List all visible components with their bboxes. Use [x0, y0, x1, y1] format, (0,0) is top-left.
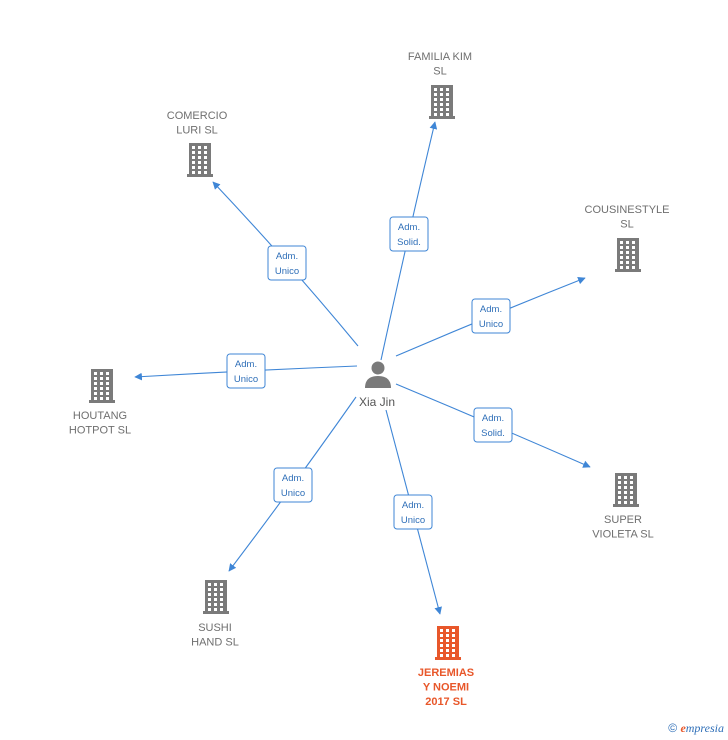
building-icon[interactable]	[203, 580, 229, 614]
relation-box	[473, 407, 513, 443]
relation-text: Adm.	[282, 473, 304, 484]
relation-text: Adm.	[235, 359, 257, 370]
company-name-line: SUSHI	[198, 622, 232, 634]
building-icon[interactable]	[187, 143, 213, 177]
relation-label-cousinestyle[interactable]: Adm. Unico	[471, 298, 511, 334]
empresia-logo[interactable]: empresia	[680, 721, 724, 735]
building-icon[interactable]	[615, 238, 641, 272]
copyright-symbol: ©	[668, 721, 678, 735]
building-icon[interactable]	[435, 626, 461, 660]
relation-text: Solid.	[481, 428, 505, 439]
relation-label-super-violeta[interactable]: Adm. Solid.	[473, 407, 513, 443]
relation-text: Unico	[281, 488, 305, 499]
relation-label-houtang-hotpot[interactable]: Adm. Unico	[226, 353, 266, 389]
company-node-houtang-hotpot[interactable]: HOUTANG HOTPOT SL	[69, 369, 131, 437]
person-name: Xia Jin	[359, 395, 395, 409]
relation-text: Adm.	[276, 251, 298, 262]
copyright-notice: © empresia	[668, 721, 724, 736]
relation-text: Adm.	[398, 222, 420, 233]
relation-text: Unico	[275, 266, 299, 277]
building-icon[interactable]	[89, 369, 115, 403]
relation-box	[226, 353, 266, 389]
company-node-familia-kim[interactable]: FAMILIA KIM SL	[408, 51, 472, 119]
relation-label-comercio-luri[interactable]: Adm. Unico	[267, 245, 307, 281]
company-name-line: SL	[620, 219, 633, 231]
center-node[interactable]: Xia Jin	[359, 361, 395, 410]
company-name-line: COMERCIO	[167, 110, 228, 122]
company-name-line: COUSINESTYLE	[585, 204, 670, 216]
company-name-line: VIOLETA SL	[592, 529, 654, 541]
relation-label-sushi-hand[interactable]: Adm. Unico	[273, 467, 313, 503]
edges-layer: Adm.Solid.Adm.UnicoAdm.UnicoAdm.UnicoAdm…	[134, 121, 591, 615]
building-icon[interactable]	[429, 85, 455, 119]
company-name-line: Y NOEMI	[423, 682, 469, 694]
company-name-line: HOTPOT SL	[69, 425, 131, 437]
building-icon[interactable]	[613, 473, 639, 507]
company-name-line: JEREMIAS	[418, 667, 474, 679]
relation-box	[273, 467, 313, 503]
company-name-line: FAMILIA KIM	[408, 51, 472, 63]
relation-box	[267, 245, 307, 281]
relation-box	[389, 216, 429, 252]
company-name-line: HOUTANG	[73, 410, 127, 422]
relation-text: Unico	[479, 319, 503, 330]
relation-label-familia-kim[interactable]: Adm. Solid.	[389, 216, 429, 252]
relation-text: Solid.	[397, 237, 421, 248]
logo-e: e	[680, 721, 686, 735]
company-node-jeremias-y-noemi[interactable]: JEREMIAS Y NOEMI 2017 SL	[418, 626, 474, 708]
company-name-line: LURI SL	[176, 125, 218, 137]
relation-box	[471, 298, 511, 334]
company-name-line: HAND SL	[191, 637, 239, 649]
relation-text: Adm.	[402, 500, 424, 511]
company-node-sushi-hand[interactable]: SUSHI HAND SL	[191, 580, 239, 649]
company-node-super-violeta[interactable]: SUPER VIOLETA SL	[592, 473, 654, 541]
logo-rest: mpresia	[685, 721, 724, 735]
relation-label-jeremias-y-noemi[interactable]: Adm. Unico	[393, 494, 433, 530]
relation-text: Adm.	[482, 413, 504, 424]
company-node-cousinestyle[interactable]: COUSINESTYLE SL	[585, 204, 670, 272]
company-name-line: SL	[433, 66, 446, 78]
relation-text: Adm.	[480, 304, 502, 315]
nodes-layer: FAMILIA KIM SL COMERCIO LURI SL COUSINESTYLE…	[69, 51, 670, 708]
person-icon[interactable]	[365, 361, 391, 389]
company-name-line: SUPER	[604, 514, 642, 526]
relation-text: Unico	[234, 374, 258, 385]
company-name-line: 2017 SL	[425, 696, 467, 708]
relation-box	[393, 494, 433, 530]
relation-text: Unico	[401, 515, 425, 526]
company-node-comercio-luri[interactable]: COMERCIO LURI SL	[167, 110, 228, 177]
